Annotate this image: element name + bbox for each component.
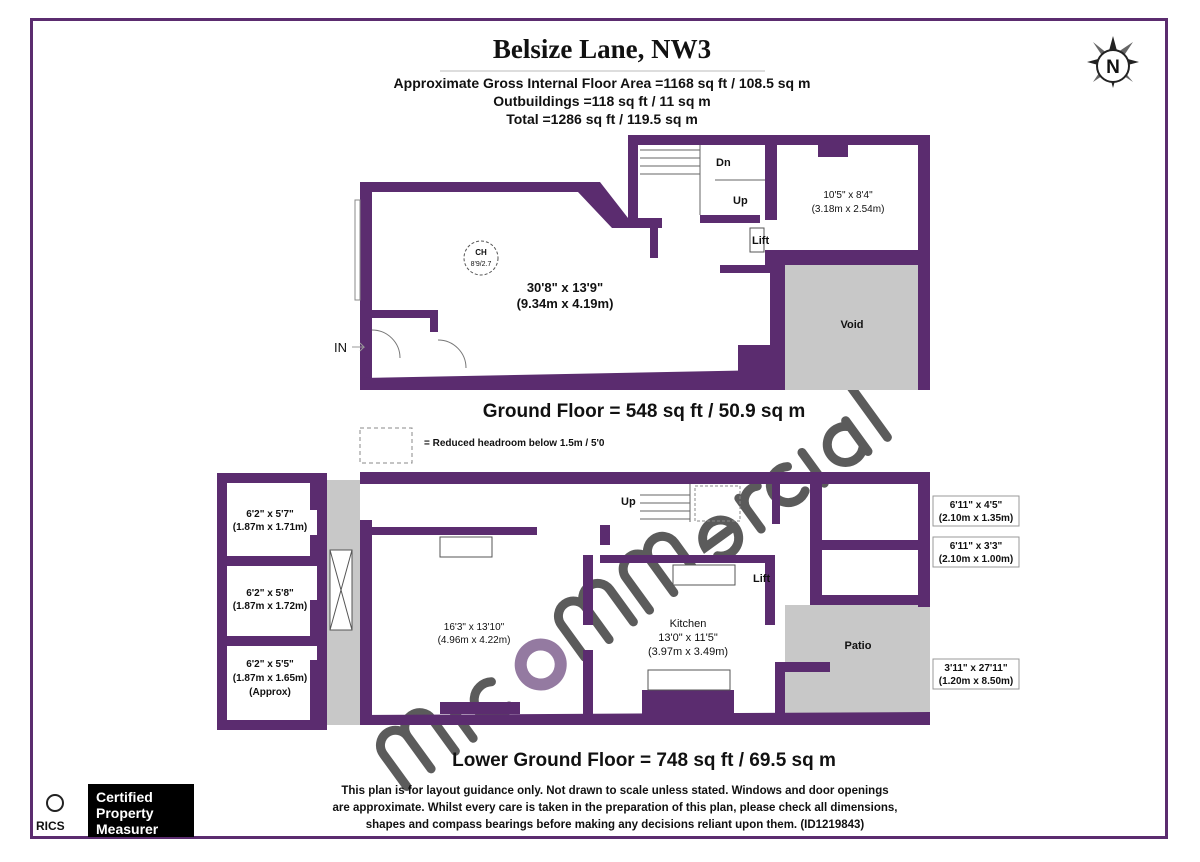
- store-3-note: (Approx): [249, 687, 291, 698]
- badge-line-1: Certified: [96, 789, 153, 805]
- disclaimer-line-2: are approximate. Whilst every care is ta…: [333, 802, 898, 814]
- lower-ground-floor-label: Lower Ground Floor = 748 sq ft / 69.5 sq…: [452, 750, 836, 771]
- main-room-dim-metric: (9.34m x 4.19m): [517, 296, 614, 311]
- store-2-dim-imperial: 6'2" x 5'8": [246, 588, 294, 599]
- window: [354, 199, 361, 301]
- wc2-dim-metric: (2.10m x 1.00m): [939, 554, 1014, 565]
- door-swing: [437, 339, 467, 369]
- badge-line-3: Measurer: [96, 821, 159, 837]
- disclaimer-line-1: This plan is for layout guidance only. N…: [341, 785, 888, 797]
- lift-shaft: [749, 227, 765, 253]
- disclaimer-line-3: shapes and compass bearings before makin…: [366, 819, 865, 831]
- front-room-dim-imperial: 16'3" x 13'10": [444, 622, 505, 633]
- main-room-dim-imperial: 30'8" x 13'9": [527, 280, 603, 295]
- void-label: Void: [840, 319, 863, 331]
- stairs-up-label: Up: [621, 496, 636, 508]
- stairs-down-label: Dn: [716, 157, 731, 169]
- patio-dim-metric: (1.20m x 8.50m): [939, 676, 1014, 687]
- store-2-dim-metric: (1.87m x 1.72m): [233, 601, 308, 612]
- lift-label: Lift: [752, 235, 769, 247]
- door-swing: [371, 329, 401, 359]
- kitchen-sink: [672, 564, 736, 586]
- total-area: Total =1286 sq ft / 119.5 sq m: [506, 111, 698, 127]
- kitchen-label: Kitchen: [670, 618, 707, 630]
- entrance-label: IN: [334, 340, 347, 355]
- back-room-dim-imperial: 10'5" x 8'4": [823, 190, 873, 201]
- wc1-dim-imperial: 6'11" x 4'5": [950, 500, 1003, 511]
- lift-label: Lift: [753, 573, 770, 585]
- callout-boxes: [932, 495, 1020, 690]
- patio-dim-imperial: 3'11" x 27'11": [944, 663, 1007, 674]
- hob: [647, 669, 731, 691]
- ceiling-height-label: CH: [475, 248, 487, 257]
- stairs: [640, 145, 765, 215]
- rics-logo: RICS Certified Property Measurer: [36, 784, 194, 837]
- stairs-up-label: Up: [733, 195, 748, 207]
- ground-floor-plan: Dn Up Lift CH 8'9/2.7 30'8" x 13'9" (9.3…: [334, 135, 930, 390]
- ceiling-height-marker: [463, 240, 499, 276]
- reduced-headroom-area: [694, 485, 741, 522]
- void-area: [785, 265, 930, 390]
- wc2-dim-imperial: 6'11" x 3'3": [950, 541, 1003, 552]
- store-1-dim-imperial: 6'2" x 5'7": [246, 509, 294, 520]
- kitchen-dim-metric: (3.97m x 3.49m): [648, 646, 728, 658]
- reduced-headroom-swatch: [359, 427, 413, 464]
- page-frame: [30, 18, 1168, 839]
- reduced-headroom-legend: = Reduced headroom below 1.5m / 5'0: [424, 438, 605, 449]
- plan-title: Belsize Lane, NW3: [493, 34, 711, 64]
- store-3-dim-imperial: 6'2" x 5'5": [246, 659, 294, 670]
- front-room-dim-metric: (4.96m x 4.22m): [438, 635, 511, 646]
- store-1-dim-metric: (1.87m x 1.71m): [233, 522, 308, 533]
- lower-ground-walls: [217, 472, 930, 730]
- badge-line-2: Property: [96, 805, 154, 821]
- lower-ground-floor-plan: Up Lift 6'2" x 5'7" (1.87m x 1.71m) 6'2"…: [217, 472, 1020, 730]
- back-room-dim-metric: (3.18m x 2.54m): [812, 204, 885, 215]
- store-3-dim-metric: (1.87m x 1.65m): [233, 673, 308, 684]
- ground-floor-label: Ground Floor = 548 sq ft / 50.9 sq m: [483, 401, 806, 422]
- kitchen-dim-imperial: 13'0" x 11'5": [658, 632, 718, 644]
- gross-area: Approximate Gross Internal Floor Area =1…: [394, 75, 811, 91]
- compass-north-icon: N: [1087, 36, 1139, 88]
- stairs: [640, 484, 691, 522]
- ground-floor-walls: [360, 135, 930, 390]
- sink: [439, 536, 493, 558]
- rics-brand: RICS: [36, 819, 65, 833]
- entrance-arrow-icon: [352, 342, 366, 352]
- wc1-dim-metric: (2.10m x 1.35m): [939, 513, 1014, 524]
- patio-label: Patio: [845, 640, 872, 652]
- compass-label: N: [1106, 57, 1120, 78]
- ceiling-height-value: 8'9/2.7: [471, 261, 492, 268]
- outbuildings-area: Outbuildings =118 sq ft / 11 sq m: [493, 93, 710, 109]
